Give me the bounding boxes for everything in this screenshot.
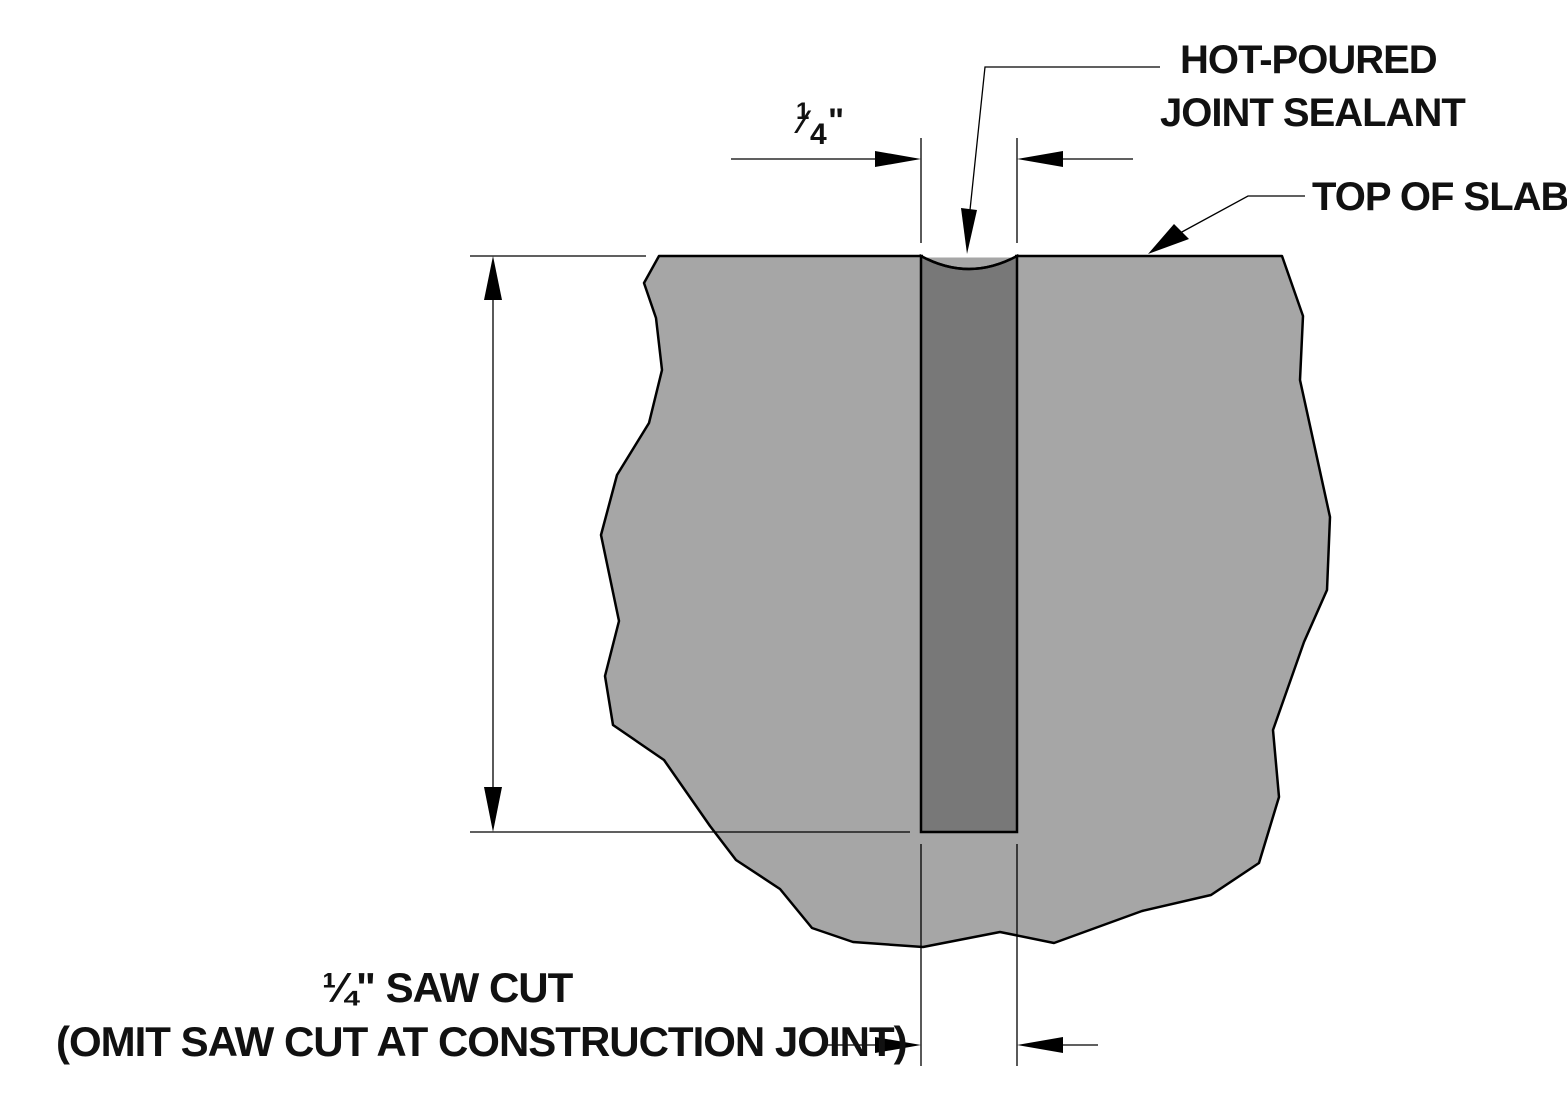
top-width-numerator: 1 (796, 98, 810, 125)
sealant-leader-arrow (961, 208, 977, 254)
top-of-slab-label: TOP OF SLAB (1312, 175, 1567, 219)
sealant-label-line1: HOT-POURED (1180, 38, 1438, 82)
top-width-fraction-slash: ⁄ (800, 104, 806, 140)
joint-sealant (919, 253, 1019, 834)
saw-cut-label-line1: ¼" SAW CUT (322, 964, 573, 1011)
sealant-meniscus (920, 254, 1018, 271)
top-of-slab-leader-line (1179, 195, 1305, 234)
saw-cut-label-line2: (OMIT SAW CUT AT CONSTRUCTION JOINT) (56, 1018, 908, 1065)
top-width-dimension-label: 1 ⁄ 4 " (790, 98, 850, 158)
saw-cut-arrow-right (1017, 1037, 1063, 1053)
sealant-leader-line (969, 66, 1160, 211)
top-width-inch-mark: " (828, 102, 845, 140)
top-of-slab-leader-arrow (1148, 224, 1189, 254)
top-width-arrow-right (1017, 151, 1063, 167)
top-width-arrow-left (875, 151, 921, 167)
saw-cut-arrow-left (875, 1037, 921, 1053)
depth-arrow-down (484, 787, 502, 832)
top-width-denominator: 4 (810, 118, 827, 151)
sealant-label-line2: JOINT SEALANT (1160, 91, 1466, 135)
depth-arrow-up (484, 256, 502, 300)
